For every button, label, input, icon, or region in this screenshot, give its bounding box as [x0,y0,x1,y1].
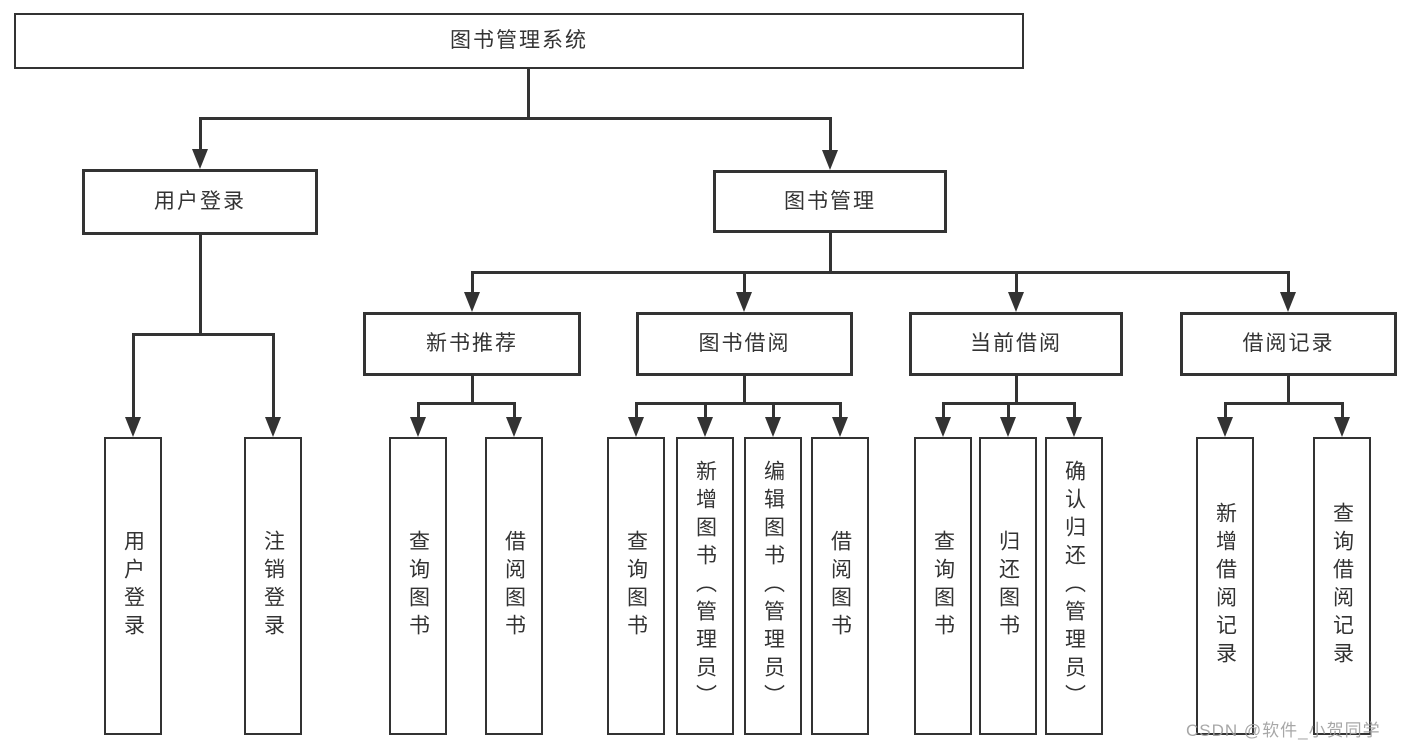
arrowhead-down-icon [1066,417,1082,437]
node-label: 新书推荐 [426,332,518,356]
connector-line [199,117,202,151]
connector-line [417,402,420,420]
node-book-management: 图书管理 [713,170,947,233]
connector-line [829,117,832,152]
node-leaf-query-books-rec: 查询图书 [389,437,447,735]
arrowhead-down-icon [265,417,281,437]
node-system-root: 图书管理系统 [14,13,1024,69]
node-label: 借阅记录 [1242,332,1335,356]
node-leaf-user-login: 用户登录 [104,437,162,735]
connector-line [839,402,842,420]
arrowhead-down-icon [1334,417,1350,437]
arrowhead-down-icon [736,292,752,312]
node-leaf-add-borrow-record: 新增借阅记录 [1196,437,1254,735]
connector-line [199,235,202,335]
arrowhead-down-icon [1000,417,1016,437]
node-label: 借阅图书 [828,530,852,642]
connector-line [829,233,832,274]
node-label: 查询图书 [624,530,648,642]
node-label: 查询图书 [931,530,955,642]
node-leaf-edit-books-admin: 编辑图书（管理员） [744,437,802,735]
node-label: 用户登录 [121,530,145,642]
node-label: 查询图书 [406,530,430,642]
node-leaf-borrow-books-rec: 借阅图书 [485,437,543,735]
arrowhead-down-icon [1008,292,1024,312]
connector-line [471,271,474,293]
connector-line [1287,376,1290,405]
node-label: 编辑图书（管理员） [761,460,785,712]
arrowhead-down-icon [628,417,644,437]
connector-line [942,402,945,420]
csdn-watermark: CSDN @软件_小贺同学 [1186,721,1381,740]
node-current-borrowing: 当前借阅 [909,312,1123,376]
arrowhead-down-icon [125,417,141,437]
node-label: 当前借阅 [970,332,1062,356]
connector-line [743,271,746,293]
node-leaf-confirm-return-admin: 确认归还（管理员） [1045,437,1103,735]
node-book-borrowing: 图书借阅 [636,312,853,376]
arrowhead-down-icon [832,417,848,437]
arrowhead-down-icon [192,149,208,169]
node-label: 新增借阅记录 [1213,502,1237,670]
arrowhead-down-icon [765,417,781,437]
node-leaf-borrow-books-borrow: 借阅图书 [811,437,869,735]
node-label: 图书管理 [784,189,876,213]
connector-line [471,271,1290,274]
arrowhead-down-icon [464,292,480,312]
connector-line [527,69,530,119]
node-label: 用户登录 [154,190,246,214]
connector-line [132,333,135,419]
connector-line [1224,402,1227,420]
node-borrowing-records: 借阅记录 [1180,312,1397,376]
node-label: 图书借阅 [698,332,791,356]
node-leaf-add-books-admin: 新增图书（管理员） [676,437,734,735]
node-label: 新增图书（管理员） [693,460,717,712]
arrowhead-down-icon [822,150,838,170]
connector-line [1015,271,1018,293]
connector-line [1073,402,1076,420]
node-label: 注销登录 [261,530,285,642]
connector-line [635,402,842,405]
node-leaf-query-borrow-record: 查询借阅记录 [1313,437,1371,735]
connector-line [635,402,638,420]
connector-line [1224,402,1344,405]
arrowhead-down-icon [697,417,713,437]
node-leaf-query-books-borrow: 查询图书 [607,437,665,735]
connector-line [199,117,832,120]
connector-line [1007,402,1010,420]
node-label: 图书管理系统 [450,29,588,53]
node-leaf-return-books: 归还图书 [979,437,1037,735]
connector-line [772,402,775,420]
node-label: 借阅图书 [502,530,526,642]
connector-line [704,402,707,420]
connector-line [1341,402,1344,420]
connector-line [743,376,746,405]
node-label: 归还图书 [996,530,1020,642]
node-user-login: 用户登录 [82,169,318,235]
arrowhead-down-icon [1280,292,1296,312]
connector-line [1287,271,1290,293]
arrowhead-down-icon [935,417,951,437]
node-label: 确认归还（管理员） [1062,460,1086,712]
connector-line [272,333,275,419]
connector-line [1015,376,1018,405]
arrowhead-down-icon [1217,417,1233,437]
connector-line [471,376,474,405]
node-label: 查询借阅记录 [1330,502,1354,670]
arrowhead-down-icon [410,417,426,437]
connector-line [513,402,516,420]
node-new-book-recommend: 新书推荐 [363,312,581,376]
arrowhead-down-icon [506,417,522,437]
node-leaf-logout: 注销登录 [244,437,302,735]
connector-line [417,402,516,405]
connector-line [132,333,275,336]
node-leaf-query-books-current: 查询图书 [914,437,972,735]
